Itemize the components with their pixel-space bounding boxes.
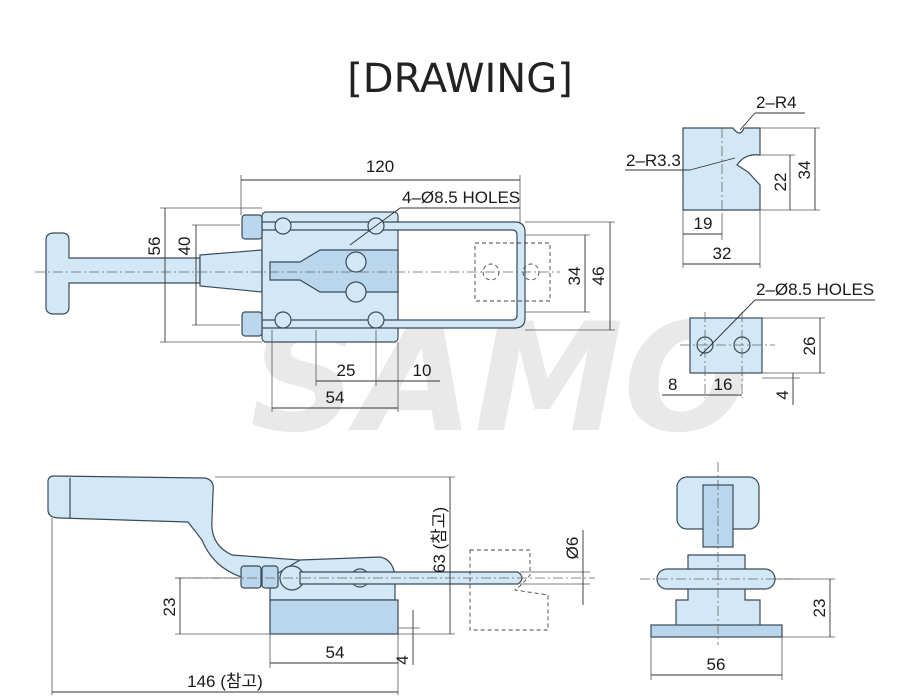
side-nut: [261, 565, 279, 589]
handle-neck: [199, 249, 263, 293]
hook-detail: 2–R4 2–R3.3 22 34 19 32: [625, 93, 820, 268]
hook-r33: 2–R3.3: [626, 151, 681, 170]
hook-r4: 2–R4: [756, 93, 797, 112]
top-view: 120 4–Ø8.5 HOLES 56 40 34 46 25 10: [35, 157, 615, 412]
dim-40: 40: [175, 237, 194, 256]
end-dim-56: 56: [707, 655, 726, 674]
mount-hole: [274, 217, 292, 235]
dim-25: 25: [337, 361, 356, 380]
side-dim-23: 23: [160, 598, 179, 617]
plate-dim-26: 26: [800, 337, 819, 356]
end-dim-23: 23: [810, 599, 829, 618]
dim-56: 56: [145, 237, 164, 256]
pivot-pin: [345, 251, 367, 273]
dim-54-top: 54: [326, 388, 345, 407]
dim-10: 10: [413, 361, 432, 380]
side-rod-dia: Ø6: [563, 537, 582, 560]
dim-46: 46: [589, 267, 608, 286]
hook-dim-22: 22: [771, 173, 790, 192]
hook-dim-19: 19: [694, 214, 713, 233]
nuts-top: [241, 214, 263, 337]
end-view: 23 56: [640, 462, 835, 680]
hook-dim-32: 32: [713, 244, 732, 263]
side-view: 63 (참고) Ø6 23 54 4 146 (참고): [47, 475, 595, 695]
side-catch-hidden: [469, 549, 549, 631]
side-dim-54: 54: [326, 643, 345, 662]
mount-hole: [274, 311, 292, 329]
side-nut: [240, 565, 262, 589]
hook-body: [682, 127, 761, 211]
drawing-title: [DRAWING]: [347, 56, 573, 102]
plate-detail: 2–Ø8.5 HOLES 26 4 8 16: [662, 280, 875, 405]
plate-dim-16: 16: [714, 375, 733, 394]
plate-dim-4: 4: [773, 390, 792, 399]
side-handle-lever: [47, 475, 301, 581]
end-base: [650, 624, 783, 638]
pivot-pin: [345, 281, 367, 303]
plate-dim-8: 8: [668, 375, 677, 394]
plate-holes-note: 2–Ø8.5 HOLES: [756, 280, 874, 299]
dim-120: 120: [366, 157, 394, 176]
mount-hole: [367, 311, 385, 329]
side-dim-63: 63 (참고): [430, 507, 449, 573]
side-base: [269, 599, 399, 635]
catch-plate-hidden: [474, 242, 551, 302]
top-holes-note: 4–Ø8.5 HOLES: [402, 188, 520, 207]
side-dim-4: 4: [393, 655, 412, 664]
hook-dim-34: 34: [795, 161, 814, 180]
dim-34-right: 34: [565, 267, 584, 286]
side-dim-146: 146 (참고): [187, 672, 263, 691]
